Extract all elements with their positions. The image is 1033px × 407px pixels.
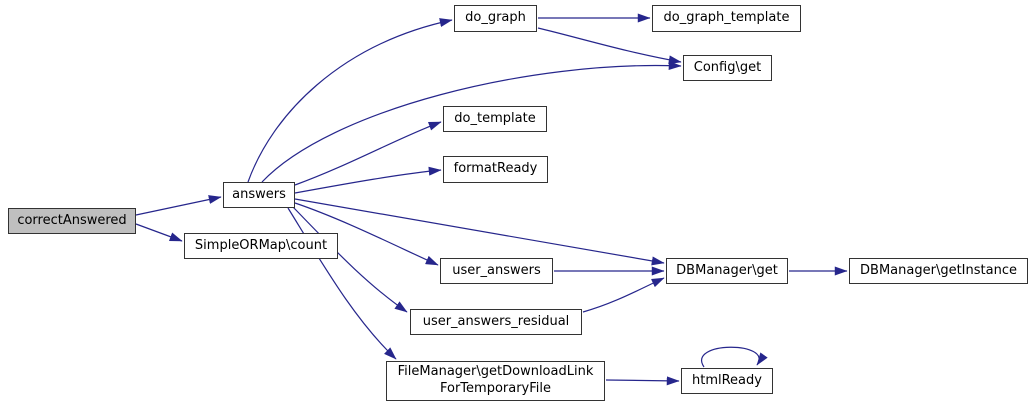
edge-do_graph-to-Config-get [537, 27, 682, 65]
edge-answers-to-formatReady [294, 166, 442, 194]
edge-answers-to-do_template [294, 121, 442, 186]
node-DBManager-get[interactable]: DBManager\get [666, 258, 788, 284]
node-FileManager-getDownloadLinkForTemporaryFile[interactable]: FileManager\getDownloadLink ForTemporary… [386, 361, 605, 401]
edge-correctAnswered-to-SimpleORMap-count [135, 223, 183, 242]
node-formatReady[interactable]: formatReady [443, 156, 548, 183]
edge-user_answers_residual-to-DBManager-get [582, 277, 665, 313]
node-htmlReady[interactable]: htmlReady [681, 368, 773, 394]
edge-answers-to-user_answers [294, 202, 439, 266]
edge-answers-to-do_graph [247, 18, 453, 183]
edge-answers-to-DBManager-get [294, 198, 665, 266]
node-do_template[interactable]: do_template [443, 106, 547, 132]
node-answers[interactable]: answers [223, 182, 295, 208]
node-user_answers_residual[interactable]: user_answers_residual [410, 309, 582, 335]
edge-FileManager-getDownloadLinkForTemporaryFile-to-htmlReady [605, 376, 680, 386]
node-SimpleORMap-count[interactable]: SimpleORMap\count [184, 233, 338, 259]
node-correctAnswered: correctAnswered [8, 208, 136, 234]
edge-htmlReady-to-htmlReady [701, 346, 768, 368]
edge-answers-to-FileManager-getDownloadLinkForTemporaryFile [287, 207, 397, 360]
node-Config-get[interactable]: Config\get [683, 55, 772, 81]
edge-answers-to-Config-get [261, 61, 682, 183]
edge-correctAnswered-to-answers [135, 195, 222, 216]
edge-answers-to-user_answers_residual [292, 206, 408, 313]
node-do_graph[interactable]: do_graph [454, 5, 537, 32]
node-do_graph_template[interactable]: do_graph_template [652, 5, 801, 32]
node-DBManager-getInstance[interactable]: DBManager\getInstance [849, 258, 1028, 284]
node-user_answers[interactable]: user_answers [440, 258, 553, 284]
